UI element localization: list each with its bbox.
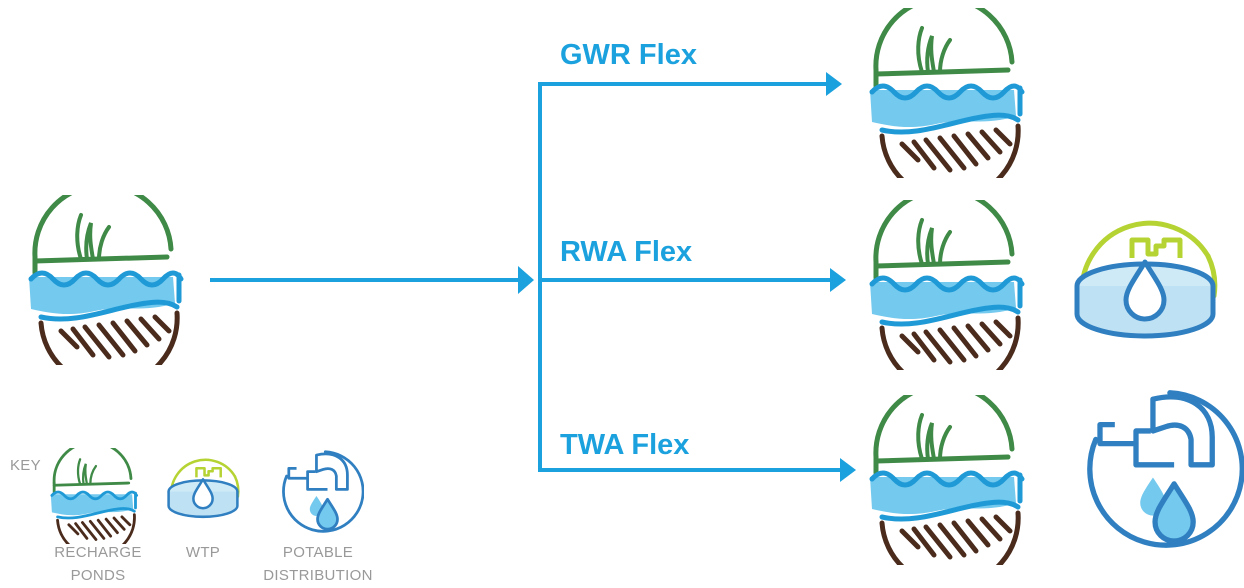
key-recharge-ponds-icon xyxy=(49,448,139,544)
main-flow-arrow xyxy=(210,266,534,294)
branch-arrow-twa xyxy=(538,458,856,482)
flow-label-twa: TWA Flex xyxy=(560,429,689,461)
key-potable-distribution-icon xyxy=(282,450,364,533)
rwa-recharge-ponds-icon xyxy=(870,190,1022,391)
flow-label-rwa: RWA Flex xyxy=(560,236,692,268)
rwa-wtp-icon xyxy=(1077,223,1215,336)
branch-arrow-gwr xyxy=(538,72,842,96)
key-label-potable-line2: DISTRIBUTION xyxy=(263,567,372,584)
key-label-recharge-line2: PONDS xyxy=(71,567,126,584)
branch-arrow-rwa xyxy=(538,268,846,292)
twa-potable-distribution-icon xyxy=(1090,393,1242,545)
key-label-recharge-line1: RECHARGE xyxy=(54,544,141,561)
key-wtp-icon xyxy=(167,458,240,519)
key-label-potable-line1: POTABLE xyxy=(283,544,353,561)
flow-label-gwr: GWR Flex xyxy=(560,39,697,71)
gwr-recharge-ponds-icon xyxy=(870,0,1022,199)
key-title: KEY xyxy=(10,457,41,474)
key-label-wtp: WTP xyxy=(186,544,220,561)
source-recharge-ponds-icon xyxy=(29,185,181,386)
key-legend: KEY RECHARGE PONDS WTP POTABLE DISTRIBUT… xyxy=(10,448,372,584)
twa-recharge-ponds-icon xyxy=(870,385,1022,586)
